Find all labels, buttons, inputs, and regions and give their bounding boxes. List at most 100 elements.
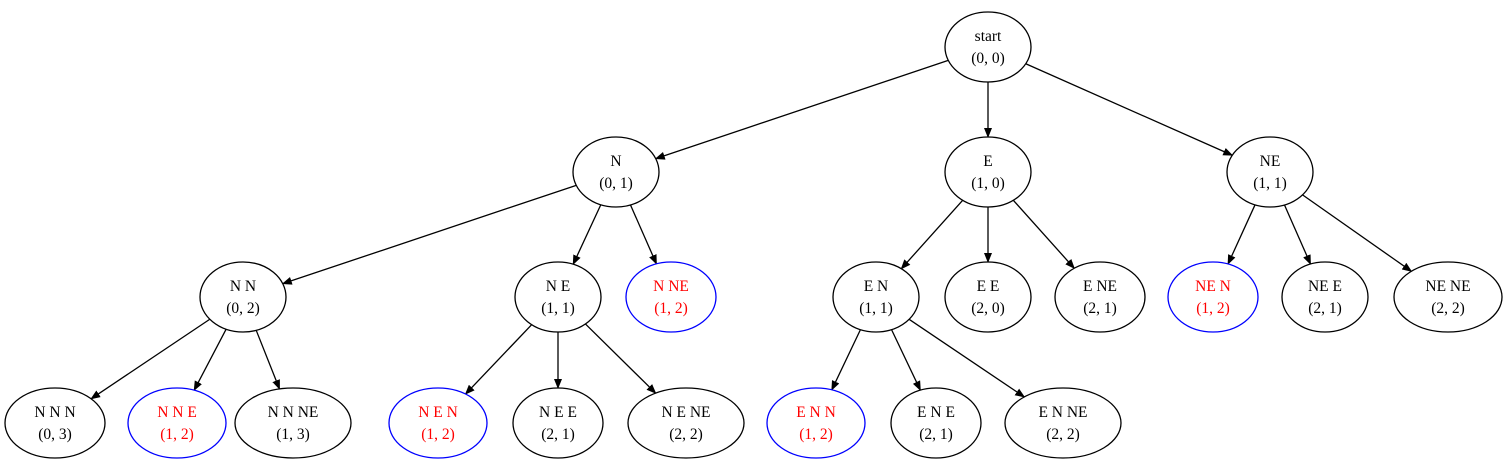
edge-nn-to-nnne xyxy=(255,330,281,390)
node-ellipse xyxy=(1054,261,1146,333)
node-coord-label: (2, 2) xyxy=(669,426,703,443)
node-coord-label: (1, 1) xyxy=(541,300,575,317)
tree-node-n-e: N E (1, 1) xyxy=(514,261,602,333)
node-ellipse xyxy=(572,136,660,208)
tree-node-e-n-e: E N E (2, 1) xyxy=(890,387,982,459)
edge-ne-to-nen2 xyxy=(464,324,533,395)
tree-node-e-n: E N (1, 1) xyxy=(832,261,920,333)
node-ellipse xyxy=(4,387,106,459)
tree-node-e-n-ne: E N NE (2, 2) xyxy=(1004,387,1122,459)
tree-node-n: N (0, 1) xyxy=(572,136,660,208)
tree-node-e-e: E E (2, 0) xyxy=(944,261,1032,333)
edge-n-to-nne xyxy=(629,204,658,265)
node-coord-label: (2, 2) xyxy=(1046,426,1080,443)
node-coord-label: (2, 1) xyxy=(541,426,575,443)
node-ellipse xyxy=(514,261,602,333)
node-move-label: E N E xyxy=(917,404,955,421)
tree-node-n-ne: N NE (1, 2) xyxy=(625,261,717,333)
node-ellipse xyxy=(944,136,1032,208)
node-coord-label: (0, 2) xyxy=(226,300,260,317)
node-coord-label: (1, 1) xyxy=(1253,175,1287,192)
node-coord-label: (0, 3) xyxy=(38,426,72,443)
tree-node-n-n-ne: N N NE(1, 3) xyxy=(234,387,352,459)
tree-node-n-e-n: N E N (1, 2) xyxy=(388,387,488,459)
tree-node-ne-n: NE N (1, 2) xyxy=(1167,261,1259,333)
node-ellipse xyxy=(944,11,1032,83)
node-move-label: E NE xyxy=(1083,278,1117,295)
edge-e-to-ene xyxy=(1012,199,1075,270)
tree-node-e: E (1, 0) xyxy=(944,136,1032,208)
node-move-label: start xyxy=(975,28,1002,45)
edge-n-to-ne xyxy=(572,204,602,266)
node-move-label: N NE xyxy=(653,278,689,295)
node-move-label: N E xyxy=(546,278,571,295)
edge-ne-to-nene2 xyxy=(584,323,657,394)
tree-node-start: start (0, 0) xyxy=(944,11,1032,83)
node-move-label: NE N xyxy=(1195,278,1231,295)
tree-node-e-n-n: E N N (1, 2) xyxy=(766,387,866,459)
node-move-label: NE xyxy=(1260,153,1281,170)
node-coord-label: (1, 2) xyxy=(1196,300,1230,317)
node-coord-label: (0, 1) xyxy=(599,175,633,192)
node-move-label: N E E xyxy=(539,404,577,421)
node-ellipse xyxy=(1393,261,1503,333)
edge-nn-to-nne2 xyxy=(193,328,227,392)
tree-node-n-e-e: N E E (2, 1) xyxy=(512,387,604,459)
tree-node-n-n: N N(0, 2) xyxy=(199,261,287,333)
node-coord-label: (2, 1) xyxy=(1083,300,1117,317)
node-ellipse xyxy=(832,261,920,333)
edge-en-to-enn xyxy=(831,329,862,391)
node-ellipse xyxy=(1167,261,1259,333)
node-move-label: NE E xyxy=(1308,278,1342,295)
node-coord-label: (2, 1) xyxy=(919,426,953,443)
edge-en-to-ene2 xyxy=(890,329,921,392)
edge-start-to-ne xyxy=(1025,63,1234,156)
node-move-label: E E xyxy=(977,278,1000,295)
node-move-label: E xyxy=(983,153,992,170)
node-move-label: E N N xyxy=(796,404,836,421)
node-coord-label: (1, 2) xyxy=(160,426,194,443)
node-move-label: NE NE xyxy=(1425,278,1470,295)
edge-start-to-n xyxy=(654,59,949,160)
node-ellipse xyxy=(1281,261,1369,333)
tree-node-n-n-n: N N N (0, 3) xyxy=(4,387,106,459)
tree-node-e-ne: E NE (2, 1) xyxy=(1054,261,1146,333)
edge-ne-to-nen xyxy=(1227,204,1256,265)
edge-layer xyxy=(90,59,1413,400)
node-ellipse xyxy=(1226,136,1314,208)
node-coord-label: (2, 2) xyxy=(1431,300,1465,317)
edge-n-to-nn xyxy=(281,184,577,285)
node-move-label: E N xyxy=(864,278,889,295)
node-ellipse xyxy=(127,387,227,459)
tree-node-n-e-ne: N E NE (2, 2) xyxy=(627,387,745,459)
node-ellipse xyxy=(625,261,717,333)
node-ellipse xyxy=(944,261,1032,333)
node-ellipse xyxy=(199,261,287,333)
node-ellipse xyxy=(627,387,745,459)
node-move-label: E N NE xyxy=(1038,404,1087,421)
node-move-label: N E NE xyxy=(661,404,710,421)
node-ellipse xyxy=(512,387,604,459)
edge-ne-to-nene xyxy=(1302,194,1413,272)
node-layer: start (0, 0) N (0, 1) E (1, 0) NE (1, 1) N N(0, … xyxy=(4,11,1503,459)
tree-node-ne: NE (1, 1) xyxy=(1226,136,1314,208)
edge-en-to-enne xyxy=(908,318,1026,398)
node-ellipse xyxy=(1004,387,1122,459)
node-coord-label: (0, 0) xyxy=(971,50,1005,67)
edge-e-to-en xyxy=(900,199,964,270)
node-coord-label: (1, 2) xyxy=(799,426,833,443)
node-coord-label: (2, 0) xyxy=(971,300,1005,317)
node-coord-label: (1, 2) xyxy=(421,426,455,443)
node-move-label: N xyxy=(610,153,621,170)
node-move-label: N E N xyxy=(418,404,458,421)
tree-node-ne-ne: NE NE (2, 2) xyxy=(1393,261,1503,333)
node-coord-label: (1, 2) xyxy=(654,300,688,317)
node-coord-label: (1, 0) xyxy=(971,175,1005,192)
node-move-label: N N E xyxy=(157,404,197,421)
node-move-label: N N N xyxy=(34,404,75,421)
node-ellipse xyxy=(766,387,866,459)
node-coord-label: (1, 1) xyxy=(859,300,893,317)
node-move-label: N N NE xyxy=(268,404,319,421)
node-ellipse xyxy=(890,387,982,459)
